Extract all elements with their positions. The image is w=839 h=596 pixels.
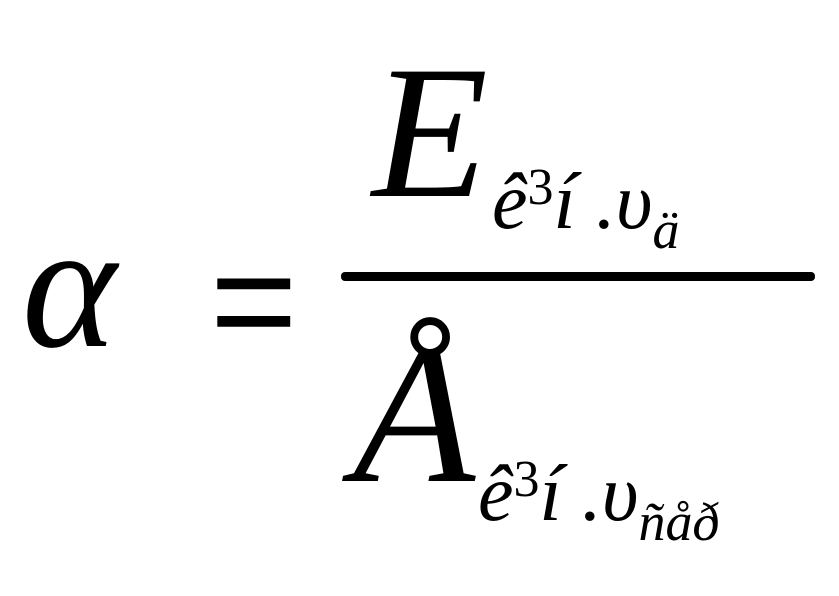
denominator-subscript-base: ê bbox=[478, 450, 514, 538]
alpha-symbol: α bbox=[22, 186, 117, 385]
numerator-subscript-superscript: 3 bbox=[527, 159, 554, 216]
denominator-subscript-tail: í .υ bbox=[539, 450, 639, 538]
denominator-subscript: ê 3 í .υ ñåð bbox=[478, 450, 719, 550]
denominator-main-symbol: Å bbox=[353, 304, 476, 525]
numerator-main-symbol: E bbox=[372, 28, 489, 238]
numerator-subscript-tail: í .υ bbox=[553, 158, 653, 246]
numerator-subscript-small: ä bbox=[652, 200, 680, 260]
denominator-subscript-small: ñåð bbox=[638, 492, 720, 552]
fraction-bar bbox=[341, 272, 815, 281]
denominator-subscript-superscript: 3 bbox=[513, 451, 540, 508]
numerator-subscript: ê 3 í .υ ä bbox=[492, 158, 679, 258]
equals-sign: = bbox=[210, 216, 298, 384]
numerator-subscript-base: ê bbox=[492, 158, 528, 246]
